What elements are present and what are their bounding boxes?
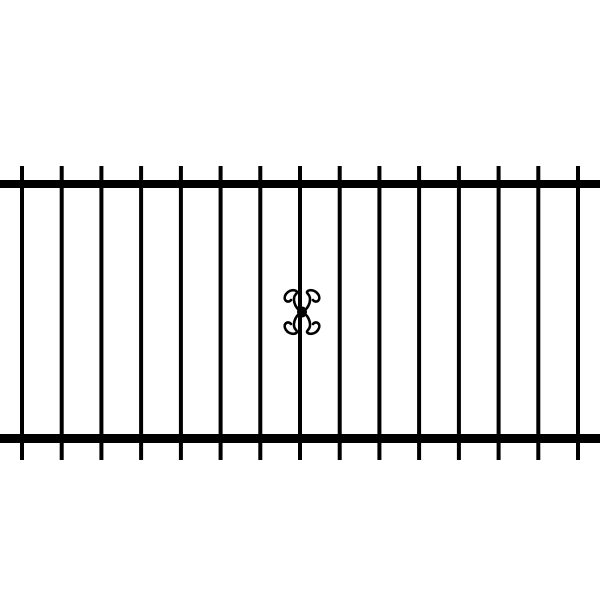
- picket: [258, 166, 263, 460]
- picket: [456, 166, 461, 460]
- rails-group: [0, 180, 600, 443]
- picket: [218, 166, 223, 460]
- picket: [536, 166, 541, 460]
- center-knob: [297, 306, 307, 318]
- picket: [99, 166, 104, 460]
- picket: [496, 166, 501, 460]
- bottom-rail: [0, 434, 600, 443]
- picket: [576, 166, 580, 460]
- picket: [377, 166, 382, 460]
- picket: [20, 166, 24, 460]
- picket: [59, 166, 64, 460]
- picket: [178, 166, 183, 460]
- picket: [337, 166, 342, 460]
- top-rail: [0, 180, 600, 188]
- picket: [417, 166, 422, 460]
- fleur-scroll-icon: [283, 288, 321, 336]
- picket: [139, 166, 144, 460]
- scroll-curls: [283, 288, 321, 336]
